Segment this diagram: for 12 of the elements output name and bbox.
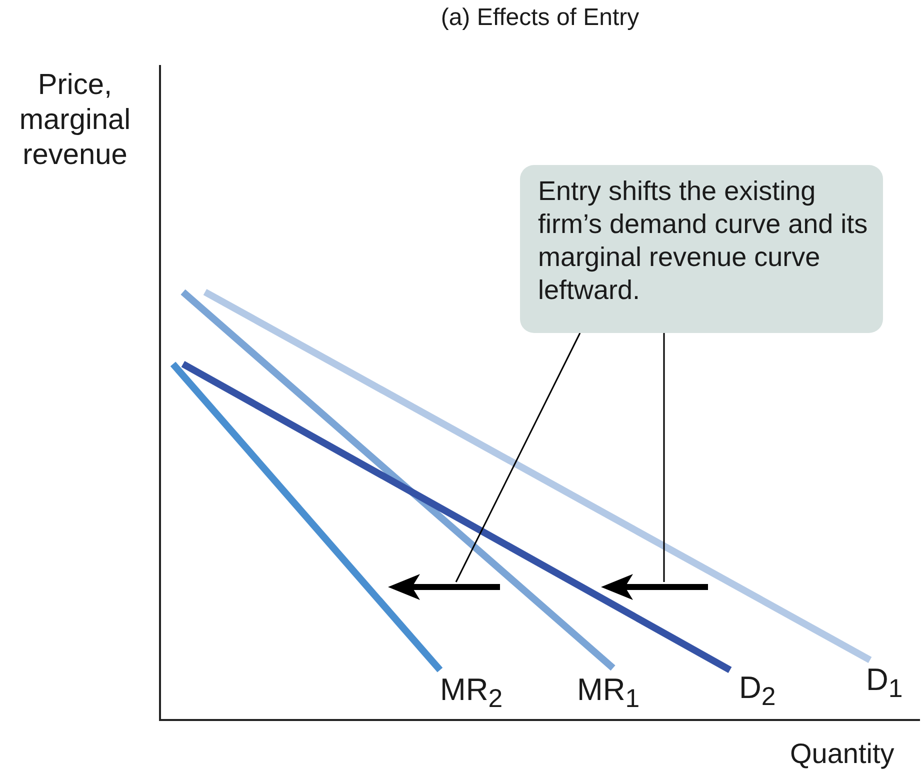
axis-label: Price, marginal revenue xyxy=(18,68,132,173)
curve-label: MR$_{2}$ xyxy=(440,672,503,714)
shift-arrow xyxy=(601,574,708,600)
curve-label: D$_{1}$ xyxy=(866,662,903,704)
axis-label: Quantity xyxy=(790,738,894,770)
callout-box: Entry shifts the existing firm’s demand curve and its marginal revenue curve leftward. xyxy=(520,165,883,333)
curve-label: D$_{2}$ xyxy=(739,670,776,712)
chart-title: (a) Effects of Entry xyxy=(440,4,640,32)
shift-arrow xyxy=(388,574,500,600)
curve-label: MR$_{1}$ xyxy=(577,672,640,714)
leader-line xyxy=(455,332,581,582)
leader-line xyxy=(663,333,665,582)
